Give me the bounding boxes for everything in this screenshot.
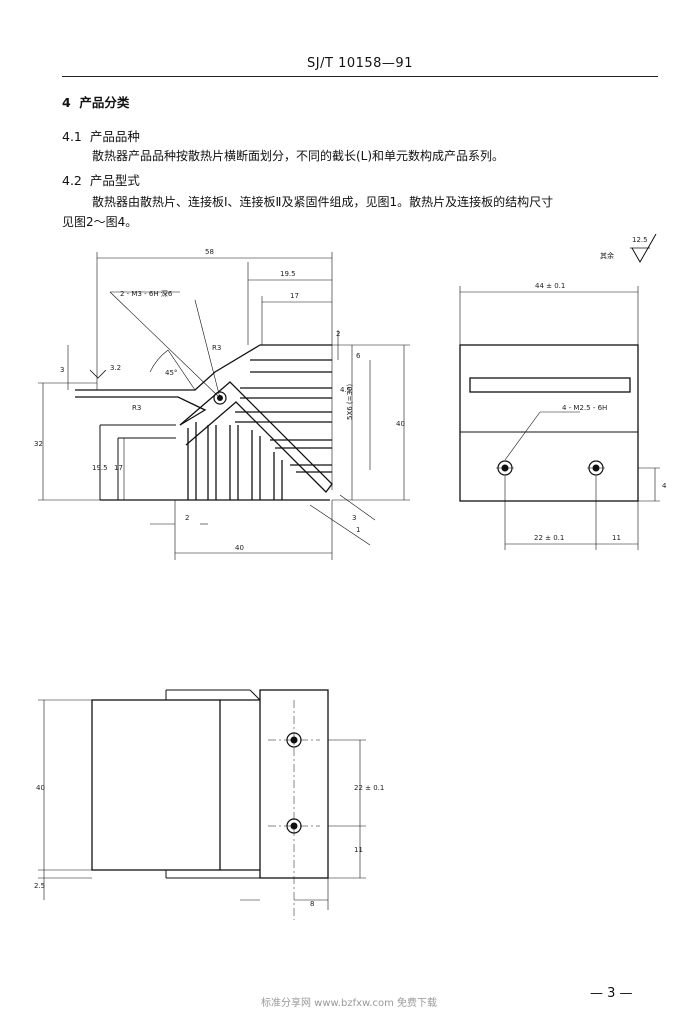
- dim-58: 58: [205, 248, 214, 256]
- section-4-1-title: 产品品种: [89, 129, 140, 144]
- dim-3-2: 3.2: [110, 364, 121, 372]
- section-4-number: 4: [62, 95, 71, 110]
- dim-holes-d1: 2 - M3 - 6H 深6: [120, 289, 173, 298]
- heat-sink-cross-section: [38, 252, 410, 560]
- roughness-label: 其余: [600, 251, 614, 260]
- dim-4-d2: 4: [662, 482, 667, 490]
- connecting-plate-front-view: [459, 286, 660, 550]
- standard-number-header: SJ/T 10158—91: [307, 56, 413, 71]
- dim-17-left: 17: [114, 464, 123, 472]
- dim-40-d3: 40: [36, 784, 45, 792]
- dim-11-d3: 11: [354, 846, 363, 854]
- section-4-1-text: 散热器产品品种按散热片横断面划分，不同的截长(L)和单元数构成产品系列。: [92, 149, 505, 163]
- dim-19-5-left: 19.5: [92, 464, 108, 472]
- dim-11-d2: 11: [612, 534, 621, 542]
- section-4-2-title: 产品型式: [89, 173, 140, 188]
- dim-holes-d2: 4 - M2.5 - 6H: [562, 404, 607, 412]
- section-4-1-number: 4.1: [62, 129, 82, 144]
- dim-44: 44 ± 0.1: [535, 282, 565, 290]
- surface-roughness-symbol: [630, 233, 657, 264]
- dim-32: 32: [34, 440, 43, 448]
- header-rule: [62, 76, 658, 77]
- dim-45-deg: 45°: [165, 369, 177, 377]
- dim-2-5-d3: 2.5: [34, 882, 45, 890]
- dim-17-top: 17: [290, 292, 299, 300]
- dim-2-bottom: 2: [185, 514, 189, 522]
- dim-1: 1: [356, 526, 360, 534]
- dim-8-d3: 8: [310, 900, 314, 908]
- dim-22-d3: 22 ± 0.1: [354, 784, 384, 792]
- section-4-2-text-line2: 见图2～图4。: [62, 215, 138, 229]
- dim-r3: R3: [132, 404, 141, 412]
- section-4-2-number: 4.2: [62, 173, 82, 188]
- dim-22-d2: 22 ± 0.1: [534, 534, 564, 542]
- section-4-title: 产品分类: [79, 95, 130, 110]
- dim-40-right: 40: [396, 420, 405, 428]
- section-4-1-heading: 4.1 产品品种: [62, 128, 140, 146]
- section-4-heading: 4 产品分类: [62, 94, 129, 112]
- section-4-2-text-line1: 散热器由散热片、连接板Ⅰ、连接板Ⅱ及紧固件组成，见图1。散热片及连接板的结构尺寸: [92, 195, 554, 209]
- dim-3-diag: 3: [352, 514, 356, 522]
- connecting-plate-side-view: [38, 689, 366, 920]
- section-4-2-heading: 4.2 产品型式: [62, 172, 140, 190]
- dim-5x6: 5X6 (=30): [346, 384, 354, 420]
- dim-4-5: 4.5: [340, 386, 351, 394]
- roughness-value: 12.5: [632, 236, 648, 244]
- dim-40-bottom: 40: [235, 544, 244, 552]
- footer-watermark: 标准分享网 www.bzfxw.com 免费下载: [261, 998, 437, 1009]
- dim-19-5: 19.5: [280, 270, 296, 278]
- page-number: — 3 —: [590, 986, 633, 1001]
- dim-3-left: 3: [60, 366, 64, 374]
- dim-6: 6: [356, 352, 361, 360]
- dim-r3-top: R3: [212, 344, 221, 352]
- dim-2: 2: [336, 330, 340, 338]
